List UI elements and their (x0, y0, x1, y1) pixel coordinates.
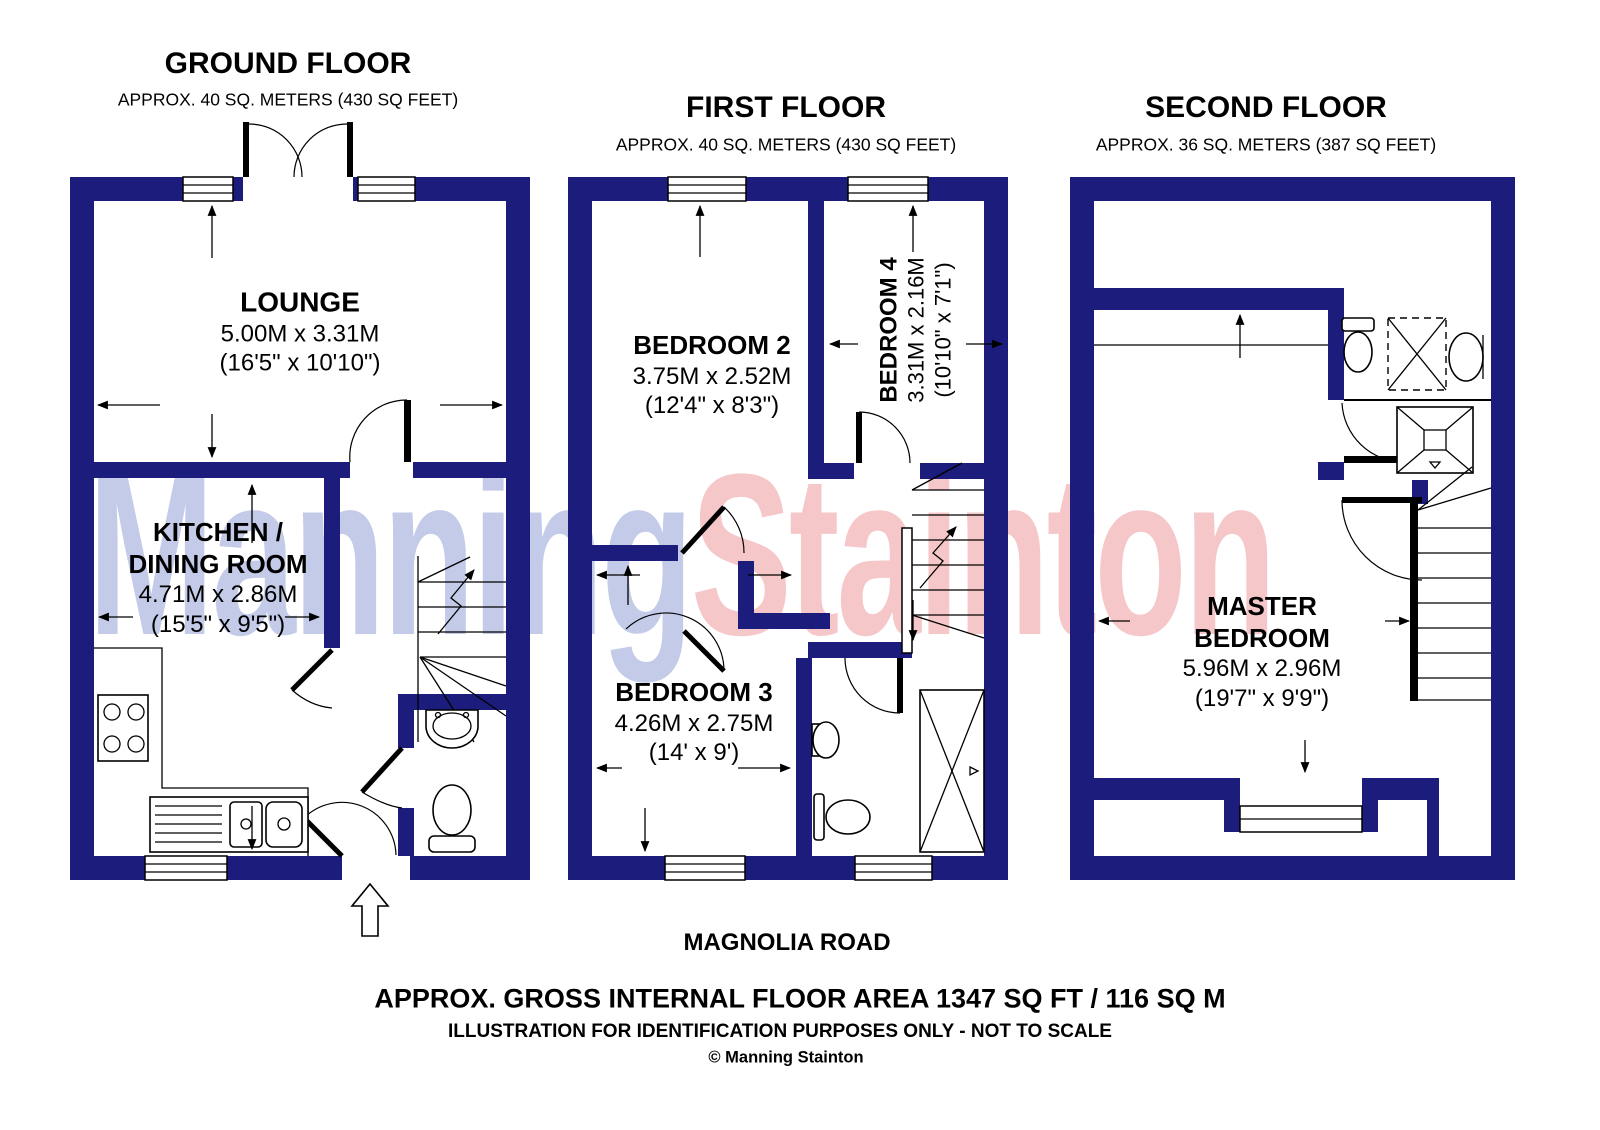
first-floor-subtitle: APPROX. 40 SQ. METERS (430 SQ FEET) (615, 134, 957, 155)
window (854, 855, 933, 881)
first-windows (664, 176, 933, 881)
copyright-text: © Manning Stainton (708, 1048, 864, 1067)
skylight-icon (1396, 406, 1474, 474)
room-name: BEDROOM 3 (615, 676, 773, 707)
room-dims-imperial: (10'10" x 7'1") (930, 262, 956, 398)
bedroom2-label: BEDROOM 2 3.75M x 2.52M (12'4" x 8'3") (633, 330, 792, 420)
room-dims-metric: 3.75M x 2.52M (632, 362, 792, 390)
window (847, 176, 929, 202)
room-name: KITCHEN / DINING ROOM (128, 517, 308, 579)
stairs-icon (1410, 466, 1492, 701)
window (182, 176, 234, 202)
room-dims-imperial: (19'7" x 9'9") (1194, 684, 1330, 712)
second-dimension-arrows (1097, 313, 1411, 774)
room-dims-metric: 4.71M x 2.86M (138, 581, 298, 609)
window (664, 855, 746, 881)
ground-windows (144, 176, 416, 881)
room-dims-imperial: (16'5" x 10'10") (219, 350, 381, 378)
french-doors-icon (243, 122, 353, 178)
ground-dimension-arrows (96, 204, 504, 851)
dormer-window (1239, 805, 1363, 833)
bath-icon (919, 689, 985, 853)
first-floor-plan (568, 176, 1008, 881)
second-floor-title: SECOND FLOOR (1145, 91, 1387, 124)
bathroom-sink-icon (811, 721, 840, 759)
lounge-door-arc (349, 399, 411, 463)
wc-sink-icon (425, 709, 479, 749)
gross-area-text: APPROX. GROSS INTERNAL FLOOR AREA 1347 S… (374, 983, 1226, 1014)
room-name: BEDROOM 2 (633, 329, 791, 360)
window (667, 176, 747, 202)
toilet-icon (1341, 317, 1375, 373)
second-floor-subtitle: APPROX. 36 SQ. METERS (387 SQ FEET) (1095, 134, 1437, 155)
bedroom3-door-arc (625, 612, 726, 673)
room-dims-metric: 5.00M x 3.31M (220, 320, 380, 348)
bedroom2-door-arc (680, 505, 745, 555)
kitchen-counter (94, 647, 309, 856)
room-dims-imperial: (15'5" x 9'5") (150, 610, 286, 638)
master-door-arc (1341, 497, 1423, 581)
kitchen-dining-label: KITCHEN / DINING ROOM 4.71M x 2.86M (15'… (128, 517, 307, 639)
room-dims-imperial: (14' x 9') (648, 738, 740, 766)
stairs-icon (901, 462, 985, 654)
room-name: MASTER BEDROOM (1194, 591, 1330, 653)
entrance-arrow-icon (350, 882, 390, 937)
shower-icon (1387, 317, 1447, 391)
street-name: MAGNOLIA ROAD (683, 929, 891, 956)
ensuite-sink-icon (1448, 332, 1484, 382)
ground-floor-plan (70, 122, 530, 937)
toilet-icon (428, 784, 476, 853)
kitchen-door-arc (290, 648, 334, 709)
ensuite-door-arc (1341, 402, 1406, 463)
room-name: LOUNGE (240, 286, 360, 318)
bedroom4-label: BEDROOM 4 3.31M x 2.16M (10'10" x 7'1") (875, 257, 958, 403)
first-floor-title: FIRST FLOOR (686, 91, 886, 124)
entrance-door-arc (302, 801, 397, 858)
wc-door-arc (360, 746, 404, 809)
room-name: BEDROOM 4 (875, 257, 903, 403)
kitchen-sink-icon (149, 796, 309, 853)
room-dims-metric: 3.31M x 2.16M (903, 257, 929, 403)
room-dims-metric: 4.26M x 2.75M (614, 709, 774, 737)
ground-floor-subtitle: APPROX. 40 SQ. METERS (430 SQ FEET) (117, 89, 459, 110)
bathroom-door-arc (844, 657, 903, 714)
master-bedroom-label: MASTER BEDROOM 5.96M x 2.96M (19'7" x 9'… (1183, 591, 1342, 713)
toilet-icon (813, 793, 871, 841)
disclaimer-text: ILLUSTRATION FOR IDENTIFICATION PURPOSES… (448, 1021, 1112, 1042)
room-dims-imperial: (12'4" x 8'3") (644, 391, 780, 419)
second-walls (1070, 177, 1515, 880)
window (144, 855, 228, 881)
bedroom3-label: BEDROOM 3 4.26M x 2.75M (14' x 9') (615, 677, 774, 767)
hob-icon (97, 694, 149, 762)
second-floor-plan (1070, 177, 1515, 880)
ground-floor-title: GROUND FLOOR (164, 47, 412, 80)
first-walls (568, 177, 1008, 880)
bedroom4-door-arc (856, 411, 911, 464)
lounge-label: LOUNGE 5.00M x 3.31M (16'5" x 10'10") (220, 286, 381, 379)
ground-walls (70, 177, 530, 880)
room-dims-metric: 5.96M x 2.96M (1182, 655, 1342, 683)
window (357, 176, 416, 202)
first-dimension-arrows (595, 204, 1004, 853)
